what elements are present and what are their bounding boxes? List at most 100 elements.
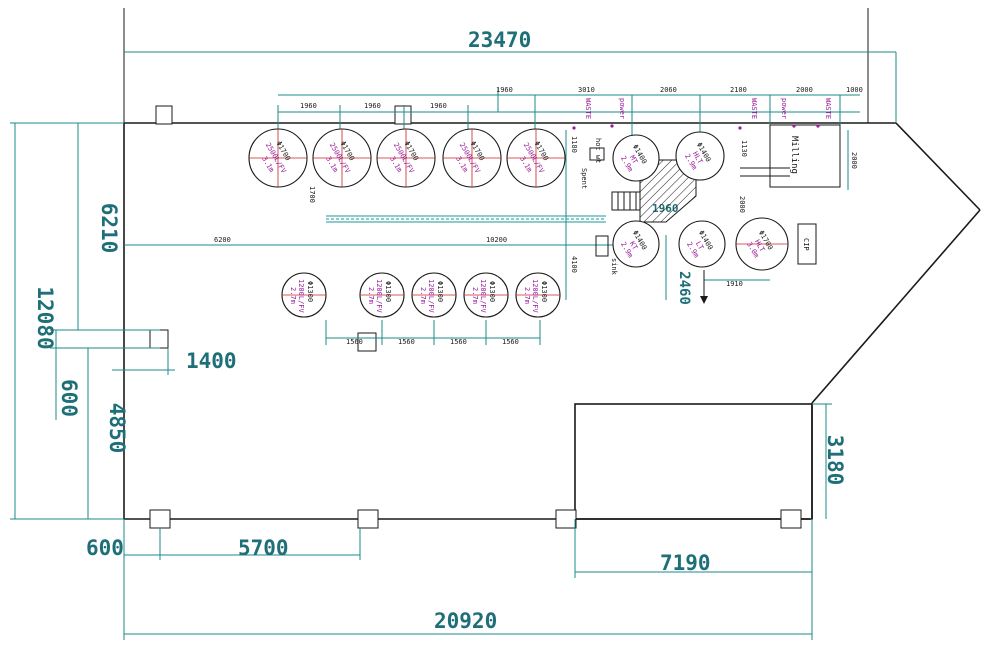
small-dim: 1910: [726, 280, 743, 288]
tank-spec: 1200L/FV: [427, 279, 435, 314]
dim-bottom-total: 20920: [434, 609, 497, 633]
small-dim: 1560: [398, 338, 415, 346]
tank-spec: 1200L/FV: [479, 279, 487, 314]
sink-label: sink: [610, 258, 618, 276]
tank-spec: KT: [628, 240, 640, 252]
waste-label: WASTE: [750, 98, 758, 119]
dim-left-600: 600: [57, 379, 81, 417]
small-dim: 1180: [570, 136, 578, 153]
tank-diameter: Φ1300: [306, 281, 314, 302]
milling-area[interactable]: Milling: [740, 124, 841, 188]
arrow-head: [700, 296, 708, 304]
hot-water-unit[interactable]: hot wt: [589, 138, 605, 163]
waste-label: WASTE: [824, 98, 832, 119]
small-dim: 1700: [308, 186, 316, 203]
small-dim: 2000: [738, 196, 746, 213]
dim-bottom-7190: 7190: [660, 551, 711, 575]
tank-spec: LT: [694, 240, 706, 252]
small-dims-lower: [325, 320, 541, 345]
small-dim: 10200: [486, 236, 507, 244]
dim-top-total: 23470: [468, 28, 531, 52]
column: [149, 329, 169, 349]
small-dim: 2100: [730, 86, 747, 94]
tank-diameter: Φ1300: [488, 281, 496, 302]
tank-brewhouse[interactable]: Φ1400 MT 2.9m: [612, 134, 660, 182]
column: [155, 105, 173, 125]
column: [555, 509, 577, 529]
tank-row-lower: Φ1300 1200L/FV 2.7m Φ1300 1200L/FV 2.7m …: [281, 272, 561, 318]
small-dim: 2000: [850, 152, 858, 169]
dimension-lines: [10, 51, 897, 640]
dim-right-3180: 3180: [823, 435, 847, 486]
trench: [326, 215, 606, 223]
tank-diameter: Φ1300: [384, 281, 392, 302]
small-dim: 1000: [846, 86, 863, 94]
tank-diameter: Φ1300: [436, 281, 444, 302]
small-dim: 1560: [346, 338, 363, 346]
small-dim: 1560: [450, 338, 467, 346]
tank-brewhouse[interactable]: Φ1400 LT 2.9m: [678, 220, 726, 268]
column: [149, 509, 171, 529]
tank-brewhouse[interactable]: Φ1400 HLT 2.9m: [675, 131, 725, 181]
small-dim: 3010: [578, 86, 595, 94]
tank-fv[interactable]: Φ1300 1200L/FV 2.7m: [411, 272, 457, 318]
waste-label: WASTE: [584, 98, 592, 119]
cip-unit[interactable]: CIP: [797, 223, 817, 265]
tank-fv[interactable]: Φ1700 2500L/FV 3.1m: [442, 128, 502, 188]
tank-height: 2.7m: [289, 287, 297, 304]
cip-label: CIP: [802, 238, 810, 251]
power-label: power: [618, 98, 626, 119]
tank-spec: 1200L/FV: [375, 279, 383, 314]
tank-fv[interactable]: Φ1700 2500L/FV 3.1m: [506, 128, 566, 188]
tank-spec: 1200L/FV: [297, 279, 305, 314]
dim-bottom-5700: 5700: [238, 536, 289, 560]
tank-height: 2.7m: [367, 287, 375, 304]
column: [357, 509, 379, 529]
sink-unit[interactable]: sink: [595, 235, 618, 276]
small-dims-top: [277, 88, 860, 190]
small-dim: 4100: [570, 256, 578, 273]
tank-fv[interactable]: Φ1300 1200L/FV 2.7m: [281, 272, 327, 318]
spent-label: Spent: [580, 168, 588, 189]
tank-height: 2.7m: [523, 287, 531, 304]
brewhouse: Φ1400 MT 2.9m Φ1400 HLT 2.9m Φ1400 KT 2.…: [612, 131, 789, 271]
column: [780, 509, 802, 529]
tank-brewhouse[interactable]: Φ1700 HLT 3.0m: [735, 217, 789, 271]
small-dim: 1960: [430, 102, 447, 110]
tank-fv[interactable]: Φ1700 2500L/FV 3.1m: [312, 128, 372, 188]
tank-height: 2.7m: [471, 287, 479, 304]
tank-spec: 1200L/FV: [531, 279, 539, 314]
dim-left-upper: 6210: [97, 203, 121, 254]
tank-fv[interactable]: Φ1700 2500L/FV 3.1m: [376, 128, 436, 188]
small-dim: 1130: [740, 140, 748, 157]
stairs: [611, 191, 641, 211]
small-dim: 2060: [660, 86, 677, 94]
tank-diameter: Φ1300: [540, 281, 548, 302]
tank-row-upper: Φ1700 2500L/FV 3.1m Φ1700 2500L/FV 3.1m …: [248, 128, 566, 188]
small-dim: 1960: [300, 102, 317, 110]
columns: [149, 105, 802, 529]
tank-fv[interactable]: Φ1700 2500L/FV 3.1m: [248, 128, 308, 188]
small-dim: 6200: [214, 236, 231, 244]
column: [394, 105, 412, 125]
tank-brewhouse[interactable]: Φ1400 KT 2.9m: [612, 220, 660, 268]
small-dim: 2000: [796, 86, 813, 94]
dim-2460: 2460: [676, 271, 692, 305]
tank-height: 2.7m: [419, 287, 427, 304]
small-dim: 1960: [364, 102, 381, 110]
dim-left-lower: 4850: [105, 403, 129, 454]
room-block: [574, 403, 813, 520]
tank-fv[interactable]: Φ1300 1200L/FV 2.7m: [463, 272, 509, 318]
small-dim: 1560: [502, 338, 519, 346]
tank-fv[interactable]: Φ1300 1200L/FV 2.7m: [359, 272, 405, 318]
utility-markers: WASTE power WASTE power WASTE: [572, 98, 832, 130]
dim-1400: 1400: [186, 349, 237, 373]
dim-left-total: 12080: [33, 286, 57, 349]
power-label: power: [780, 98, 788, 119]
hot-water-label: hot wt: [594, 138, 602, 163]
milling-label: Milling: [789, 136, 799, 174]
tank-spec: MT: [628, 154, 640, 166]
tank-fv[interactable]: Φ1300 1200L/FV 2.7m: [515, 272, 561, 318]
small-dim: 1960: [496, 86, 513, 94]
dim-bottom-600: 600: [86, 536, 124, 560]
